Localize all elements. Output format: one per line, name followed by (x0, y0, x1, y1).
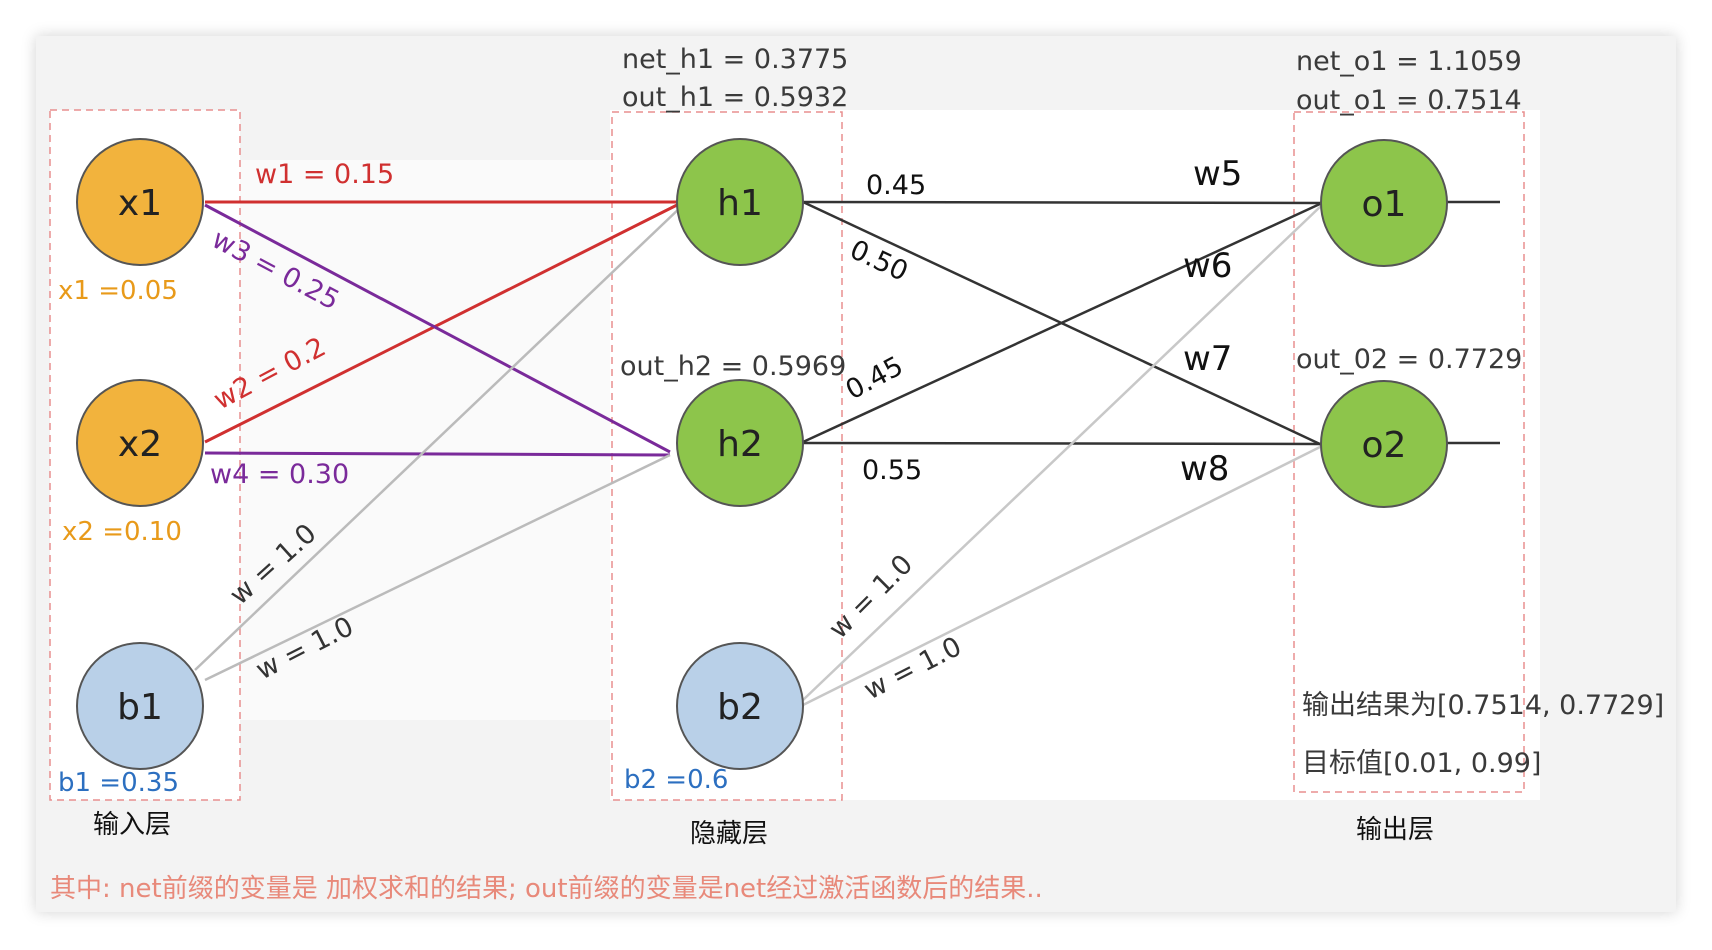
weight-label-w4: w4 = 0.30 (210, 459, 349, 490)
weight-label-w1: w1 = 0.15 (255, 159, 394, 190)
node-o1: o1 (1320, 139, 1448, 267)
value-out-h2: out_h2 = 0.5969 (620, 351, 846, 382)
footnote: 其中: net前缀的变量是 加权求和的结果; out前缀的变量是net经过激活函… (50, 874, 1043, 904)
layer-label-hidden: 隐藏层 (690, 819, 768, 849)
value-b1: b1 =0.35 (58, 768, 179, 798)
output-layer-box (1293, 111, 1525, 793)
edge-w2 (204, 200, 684, 444)
node-h2: h2 (676, 379, 804, 507)
edge-w7 (802, 201, 1323, 444)
value-net-o1: net_o1 = 1.1059 (1296, 46, 1522, 77)
edge-w5 (802, 200, 1323, 205)
edge-w4 (204, 451, 671, 457)
value-x1: x1 =0.05 (58, 276, 178, 306)
node-x1-label: x1 (118, 183, 162, 224)
value-b2: b2 =0.6 (624, 765, 728, 795)
node-b1: b1 (76, 642, 204, 770)
node-b1-label: b1 (117, 687, 163, 728)
weight-value-w5: 0.45 (866, 170, 926, 201)
weight-value-w8: 0.55 (862, 455, 922, 486)
layer-label-input: 输入层 (93, 810, 171, 840)
edge-b1-h1 (194, 204, 684, 671)
value-net-h1: net_h1 = 0.3775 (622, 44, 848, 75)
node-o2-label: o2 (1362, 425, 1407, 466)
weight-name-w7: w7 (1183, 339, 1232, 379)
target-value: 目标值[0.01, 0.99] (1302, 748, 1541, 779)
value-out-o2: out_02 = 0.7729 (1296, 344, 1522, 375)
edge-b2-o2 (802, 444, 1323, 707)
node-x1: x1 (76, 138, 204, 266)
value-out-o1: out_o1 = 0.7514 (1296, 85, 1522, 116)
node-b2: b2 (676, 642, 804, 770)
edge-b2-o1 (802, 204, 1323, 701)
value-out-h1: out_h1 = 0.5932 (622, 82, 848, 113)
node-o2: o2 (1320, 380, 1448, 508)
layer-label-output: 输出层 (1356, 815, 1434, 845)
input-layer-box (49, 109, 241, 801)
node-x2-label: x2 (118, 424, 162, 465)
weight-name-w5: w5 (1193, 154, 1242, 194)
node-x2: x2 (76, 379, 204, 507)
edge-w8 (802, 441, 1323, 446)
node-b2-label: b2 (717, 687, 763, 728)
value-x2: x2 =0.10 (62, 517, 182, 547)
node-h2-label: h2 (717, 424, 763, 465)
output-result: 输出结果为[0.7514, 0.7729] (1302, 690, 1664, 721)
node-o1-label: o1 (1362, 184, 1407, 225)
weight-name-w6: w6 (1183, 246, 1232, 286)
edge-w3 (204, 203, 671, 454)
node-h1: h1 (676, 138, 804, 266)
node-h1-label: h1 (717, 183, 763, 224)
input-hidden-gap-panel (240, 160, 610, 720)
edge-b1-h2 (204, 453, 671, 682)
weight-name-w8: w8 (1180, 449, 1229, 489)
